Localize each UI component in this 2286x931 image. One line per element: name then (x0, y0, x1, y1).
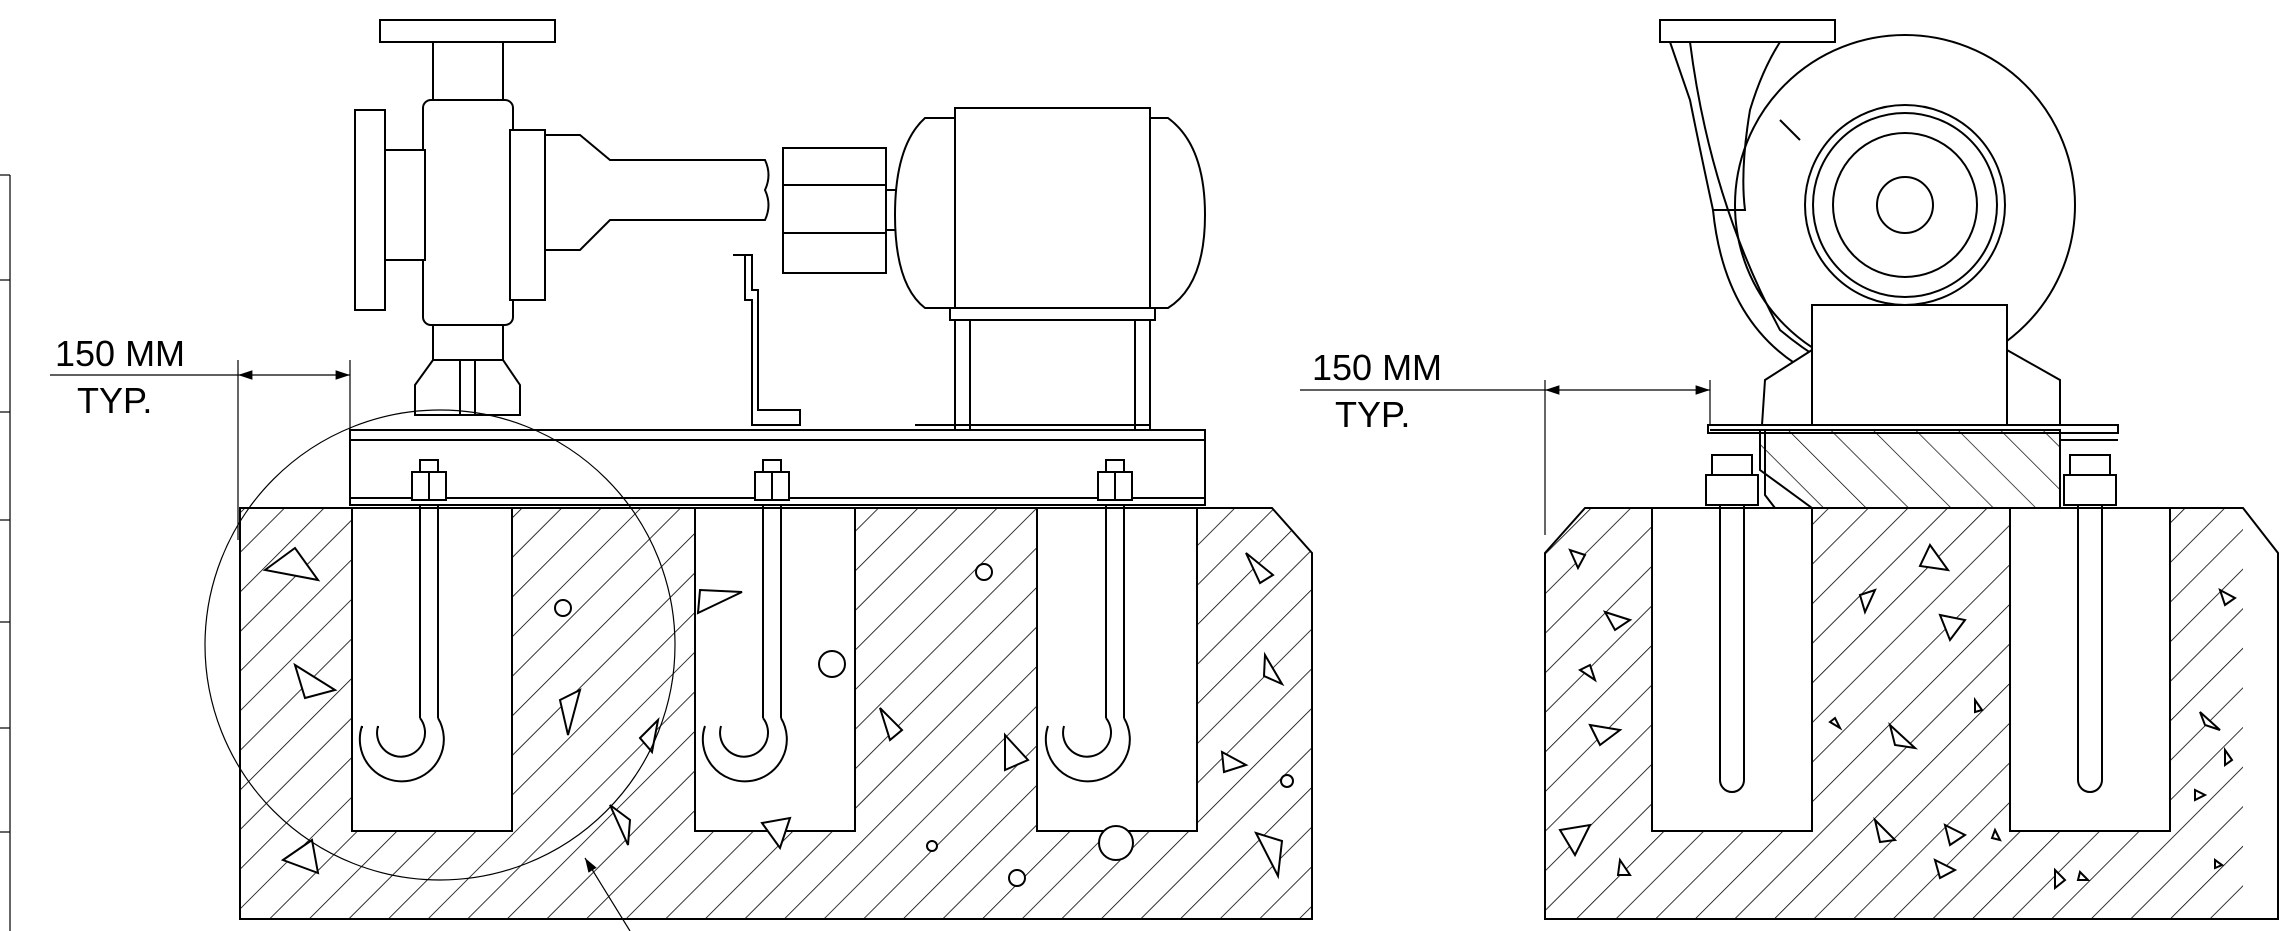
aggregate-marks (262, 546, 1294, 887)
end-dim-label-2: TYP. (1335, 394, 1410, 435)
detail-leader (584, 857, 631, 931)
anchor-pocket (1651, 507, 1813, 832)
anchor-bolt-icon (1705, 454, 2117, 793)
pump-casing-end-icon (1659, 19, 2076, 426)
coupling-icon (733, 147, 899, 426)
anchor-pocket (1036, 507, 1198, 832)
side-foundation-block (239, 507, 1313, 920)
pump-body-icon (354, 19, 770, 416)
end-dimension: 150 MM TYP. (1300, 347, 1711, 535)
aggregate-marks (1558, 543, 2237, 891)
end-foundation-block (1544, 507, 2279, 920)
base-plate (349, 429, 1206, 506)
end-dim-label-1: 150 MM (1312, 347, 1442, 388)
side-dim-label-1: 150 MM (55, 333, 185, 374)
side-dim-label-2: TYP. (77, 380, 152, 421)
end-view: 150 MM TYP. (1300, 19, 2279, 920)
anchor-pocket (351, 507, 513, 832)
side-view: 150 MM TYP. (50, 19, 1313, 931)
detail-circle (204, 409, 676, 881)
grout-pad (1707, 424, 2119, 509)
j-bolt-icon (358, 500, 1131, 783)
anchor-pocket (2009, 507, 2171, 832)
motor-icon (893, 107, 1207, 430)
side-dimension: 150 MM TYP. (50, 333, 351, 540)
border-scale (0, 174, 11, 931)
